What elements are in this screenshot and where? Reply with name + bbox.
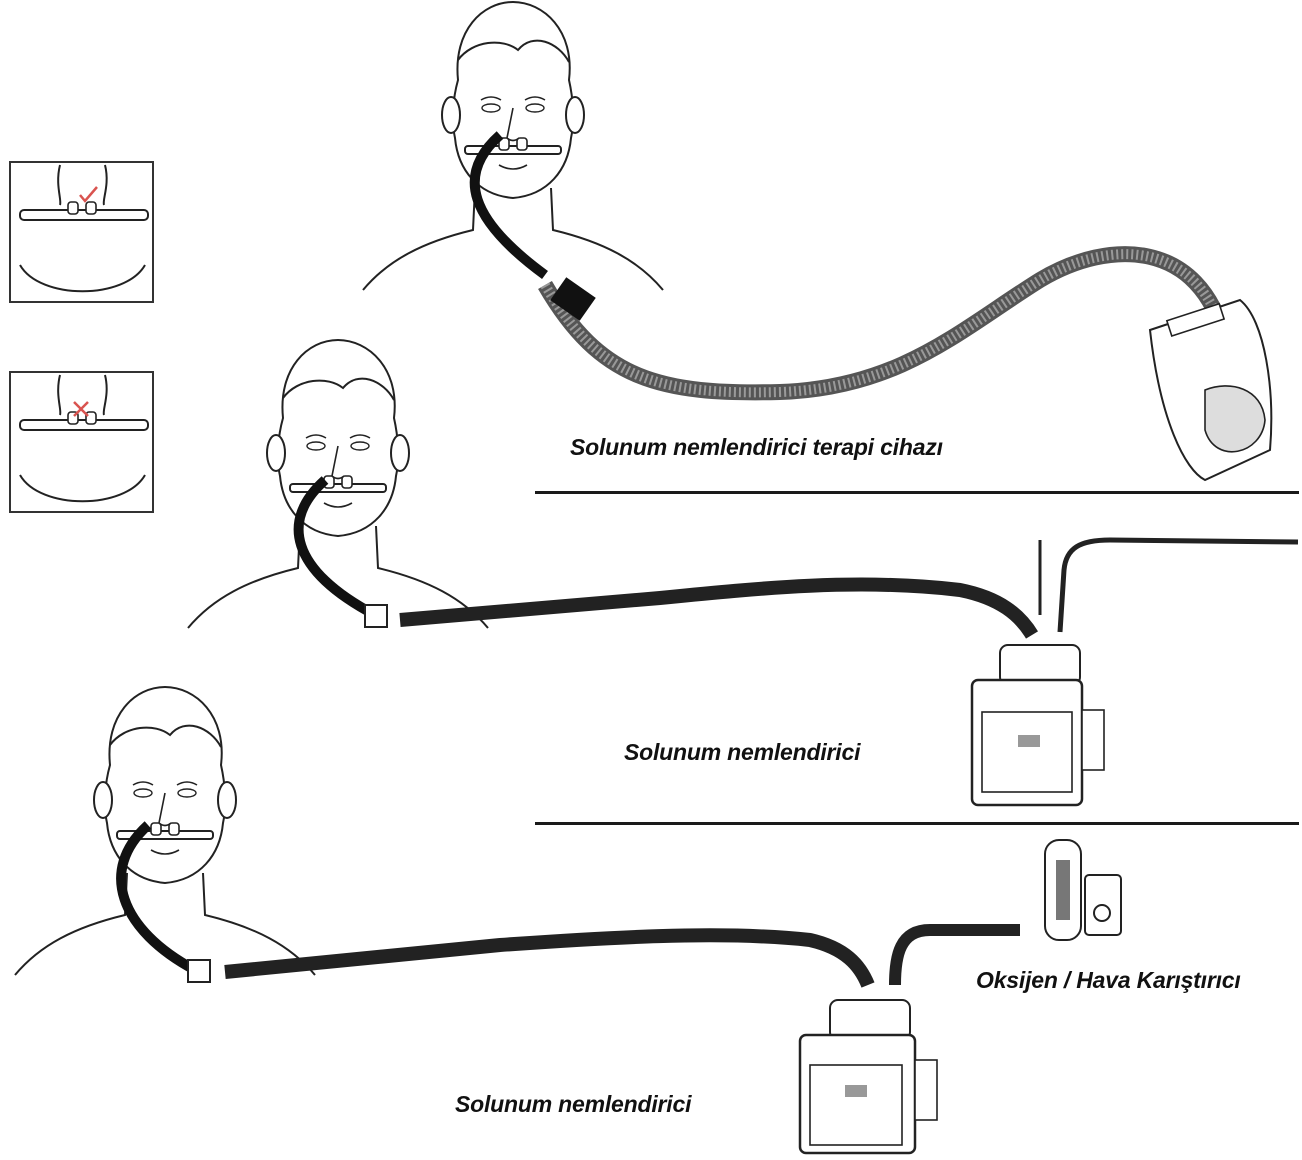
patient-figure-2: [187, 339, 489, 629]
caption-humidifier-1: Solunum nemlendirici: [624, 739, 861, 765]
caption-humidifier-2: Solunum nemlendirici: [455, 1091, 692, 1117]
cross-icon: [73, 401, 89, 417]
fit-example-correct: [9, 161, 154, 303]
fit-example-incorrect: [9, 371, 154, 513]
breathing-tube-3: [224, 928, 875, 988]
divider-2: [535, 822, 1299, 825]
breathing-tube-2: [399, 577, 1039, 639]
humidifier-2: [798, 999, 938, 1155]
patient-figure-3: [14, 686, 316, 976]
therapy-device: [1148, 298, 1273, 482]
divider-1: [535, 491, 1299, 494]
breathing-tube-1: [538, 246, 1233, 401]
caption-blender: Oksijen / Hava Karıştırıcı: [976, 967, 1241, 993]
check-icon: [79, 186, 98, 203]
oxygen-air-blender: [1044, 839, 1122, 941]
humidifier-1: [970, 644, 1105, 807]
caption-therapy-device: Solunum nemlendirici terapi cihazı: [570, 434, 943, 460]
